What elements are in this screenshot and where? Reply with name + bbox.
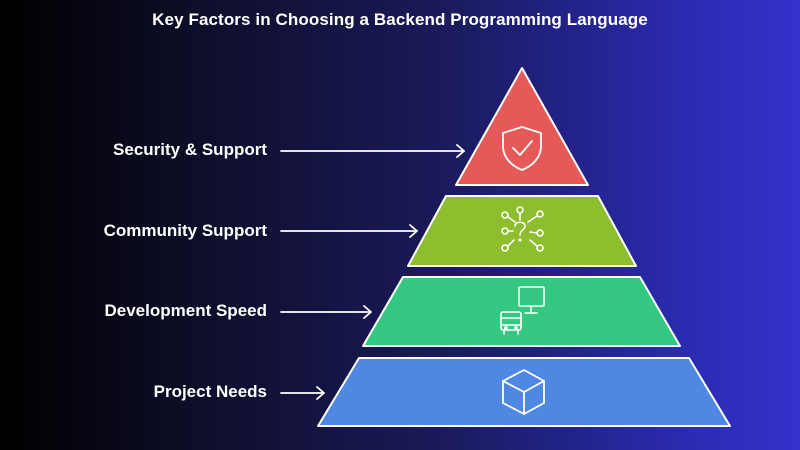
label-community-support: Community Support xyxy=(103,221,267,240)
network-question-icon xyxy=(501,206,544,252)
pyramid-level-development-speed xyxy=(362,276,681,347)
arrow-project-needs xyxy=(280,386,325,400)
arrow-security-support xyxy=(280,144,465,158)
monitor-vehicle-icon xyxy=(500,286,545,335)
cube-icon xyxy=(502,369,545,415)
label-security-support: Security & Support xyxy=(113,140,267,159)
label-development-speed: Development Speed xyxy=(104,301,268,320)
diagram-title: Key Factors in Choosing a Backend Progra… xyxy=(152,10,648,29)
shield-check-icon xyxy=(502,126,542,171)
label-project-needs: Project Needs xyxy=(153,382,267,401)
arrow-community-support xyxy=(280,224,418,238)
arrow-development-speed xyxy=(280,305,372,319)
